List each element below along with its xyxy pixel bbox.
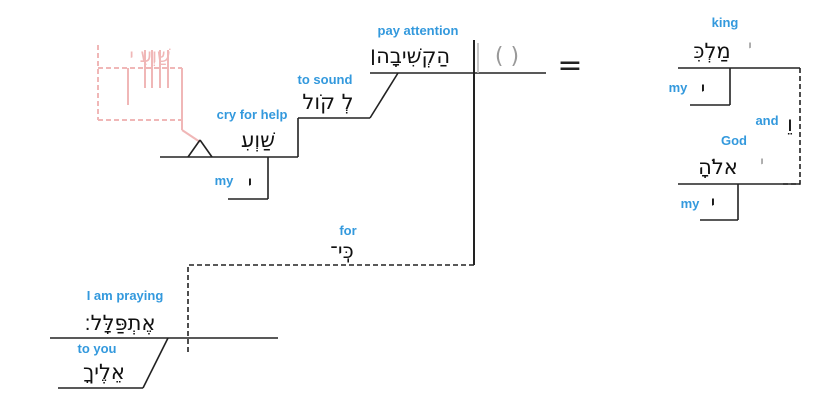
word-and: וֵ <box>787 112 793 136</box>
word-to-sound: לְ קֹול <box>302 90 353 114</box>
gloss-and: and <box>755 113 778 128</box>
gloss-king: king <box>712 15 739 30</box>
word-my-king: י <box>701 77 706 101</box>
gloss-to-you: to you <box>78 341 117 356</box>
gloss-i-am-praying: I am praying <box>87 288 164 303</box>
ghost-diagram: שַׁוְעִ י <box>97 45 201 143</box>
word-god-suffix: י <box>760 153 764 173</box>
word-king: מַלְכִּ <box>693 39 730 63</box>
word-god: אלֹהָ <box>698 155 738 179</box>
word-for: כִּֽי־ <box>330 239 353 263</box>
gloss-cry-for-help: cry for help <box>217 107 288 122</box>
word-cry-for-help: שַׁוְעִ <box>241 128 275 152</box>
gloss-to-sound: to sound <box>298 72 353 87</box>
gloss-my-1: my <box>215 173 235 188</box>
gloss-my-god: my <box>681 196 701 211</box>
word-my-god: י <box>711 191 716 215</box>
ghost-word: שַׁוְעִ י <box>129 45 171 67</box>
word-to-you: אֵלֶיךָ <box>83 360 125 384</box>
gloss-for: for <box>339 223 356 238</box>
equals-sign: = <box>557 48 582 83</box>
word-king-suffix: י <box>748 37 752 57</box>
gloss-my-king: my <box>669 80 689 95</box>
word-i-am-praying: אֶתְפַּלָּל׃ <box>84 311 155 335</box>
word-my-1: י <box>248 171 253 195</box>
for-connector <box>187 264 474 355</box>
word-pay-attention: הַקְשִׁיבָה׀ <box>370 44 450 68</box>
verb-subject-paren: ( ) <box>495 44 519 69</box>
gloss-pay-attention: pay attention <box>378 23 459 38</box>
gloss-god: God <box>721 133 747 148</box>
